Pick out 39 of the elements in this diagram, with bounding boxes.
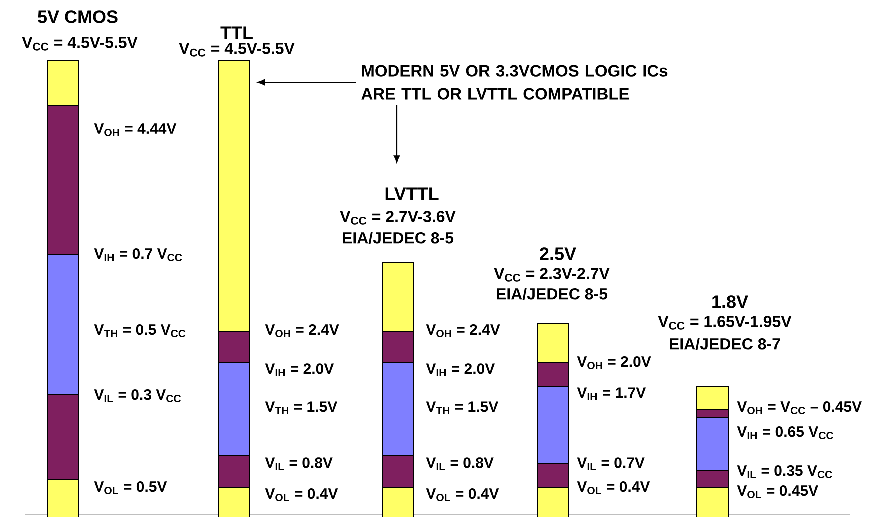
arrow xyxy=(258,79,356,86)
supply-range-label: V$_{CC}$ = 4.5V-5.5V xyxy=(22,37,138,51)
standard-label: EIA/JEDEC 8-5 xyxy=(497,288,608,300)
family-heading: 1.8V xyxy=(712,296,748,308)
threshold-label: V$_{TH}$ = 0.5 V$_{CC}$ xyxy=(94,324,186,338)
threshold-label: V$_{OL}$ = 0.5V xyxy=(94,482,168,494)
threshold-label: V$_{OH}$ = 2.0V xyxy=(577,356,652,370)
family-heading: 2.5V xyxy=(540,248,576,260)
family-heading: LVTTL xyxy=(386,188,439,200)
arrow xyxy=(394,105,400,163)
supply-range-label: V$_{CC}$ = 4.5V-5.5V xyxy=(179,43,295,57)
threshold-label: V$_{OH}$ = 2.4V xyxy=(265,324,340,338)
threshold-label: V$_{IL}$ = 0.8V xyxy=(426,458,494,470)
threshold-label: V$_{OL}$ = 0.4V xyxy=(577,482,650,494)
standard-label: EIA/JEDEC 8-7 xyxy=(670,338,780,350)
threshold-label: V$_{TH}$ = 1.5V xyxy=(265,402,338,414)
threshold-label: V$_{OL}$ = 0.45V xyxy=(737,486,818,498)
threshold-label: V$_{IL}$ = 0.7V xyxy=(577,458,645,470)
threshold-label: V$_{IH}$ = 0.7 V$_{CC}$ xyxy=(94,248,182,262)
threshold-label: V$_{OL}$ = 0.4V xyxy=(265,488,338,502)
family-heading: TTL xyxy=(220,26,253,40)
threshold-label: V$_{IH}$ = 0.65 V$_{CC}$ xyxy=(737,426,834,440)
threshold-label: V$_{OH}$ = V$_{CC}$ – 0.45V xyxy=(737,402,862,414)
threshold-label: V$_{OH}$ = 2.4V xyxy=(426,324,500,338)
supply-range-label: V$_{CC}$ = 1.65V-1.95V xyxy=(658,316,792,330)
supply-range-label: V$_{CC}$ = 2.7V-3.6V xyxy=(340,211,456,225)
note-text: MODERN 5V OR 3.3VCMOS LOGIC ICs ARE TTL OR LVTTL COMPATIBLE xyxy=(362,65,668,100)
threshold-label: V$_{IL}$ = 0.35 V$_{CC}$ xyxy=(737,466,832,478)
threshold-label: V$_{OH}$ = 4.44V xyxy=(94,124,177,136)
threshold-label: V$_{IL}$ = 0.8V xyxy=(265,458,333,470)
supply-range-label: V$_{CC}$ = 2.3V-2.7V xyxy=(494,268,610,282)
threshold-label: V$_{IH}$ = 2.0V xyxy=(426,364,496,376)
standard-label: EIA/JEDEC 8-5 xyxy=(343,232,454,244)
threshold-label: V$_{TH}$ = 1.5V xyxy=(426,402,499,414)
family-heading: 5V CMOS xyxy=(38,10,118,24)
threshold-label: V$_{IH}$ = 1.7V xyxy=(577,388,646,400)
threshold-label: V$_{IH}$ = 2.0V xyxy=(265,364,334,376)
threshold-label: V$_{IL}$ = 0.3 V$_{CC}$ xyxy=(94,390,182,402)
threshold-label: V$_{OL}$ = 0.4V xyxy=(426,488,500,502)
